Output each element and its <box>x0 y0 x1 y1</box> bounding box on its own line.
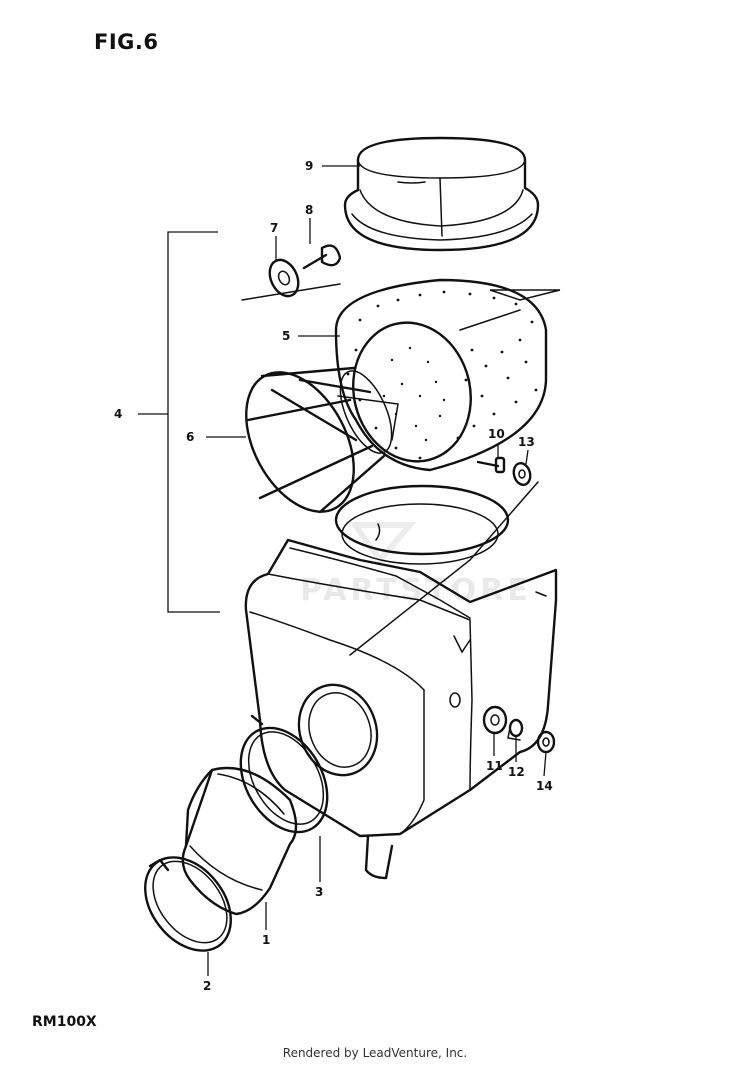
section-plane-lower <box>349 481 539 656</box>
callout-12: 12 <box>508 765 525 779</box>
section-plane-upper <box>241 283 561 301</box>
part-11-grommet[interactable] <box>482 705 508 735</box>
part-6-filter-cage[interactable] <box>224 354 402 530</box>
callout-4: 4 <box>114 407 122 421</box>
part-9-cleaner-cap[interactable] <box>343 136 540 252</box>
footer-credit: Rendered by LeadVenture, Inc. <box>282 1046 468 1060</box>
part-14-nut[interactable] <box>536 730 556 754</box>
part-10-bolt[interactable] <box>476 456 506 474</box>
callout-2: 2 <box>203 979 211 993</box>
callout-13: 13 <box>518 435 535 449</box>
assembly-bracket <box>167 231 220 613</box>
callout-5: 5 <box>282 329 290 343</box>
callout-7: 7 <box>270 221 278 235</box>
part-3-clamp[interactable] <box>223 713 345 848</box>
callout-8: 8 <box>305 203 313 217</box>
part-2-clamp[interactable] <box>128 841 249 967</box>
watermark-logo: PARTSTORE <box>300 522 532 608</box>
air-cleaner-case[interactable] <box>244 484 558 880</box>
callout-14: 14 <box>536 779 553 793</box>
callout-1: 1 <box>262 933 270 947</box>
callout-9: 9 <box>305 159 313 173</box>
callout-10: 10 <box>488 427 505 441</box>
callout-11: 11 <box>486 759 503 773</box>
part-13-washer[interactable] <box>511 461 532 487</box>
model-label: RM100X <box>32 1014 97 1030</box>
callout-3: 3 <box>315 885 323 899</box>
svg-text:PARTSTORE: PARTSTORE <box>300 573 532 608</box>
leader-lines <box>138 165 547 976</box>
part-1-intake-boot[interactable] <box>181 766 298 916</box>
callout-6: 6 <box>186 430 194 444</box>
foam-texture <box>346 290 538 460</box>
callout-labels: 9 7 8 5 4 6 10 13 11 12 14 3 1 2 <box>114 159 553 993</box>
part-12-collar[interactable] <box>507 718 524 741</box>
figure-title: FIG.6 <box>94 30 159 54</box>
part-5-filter-element[interactable] <box>334 278 548 474</box>
part-8-wing-bolt[interactable] <box>302 244 342 270</box>
